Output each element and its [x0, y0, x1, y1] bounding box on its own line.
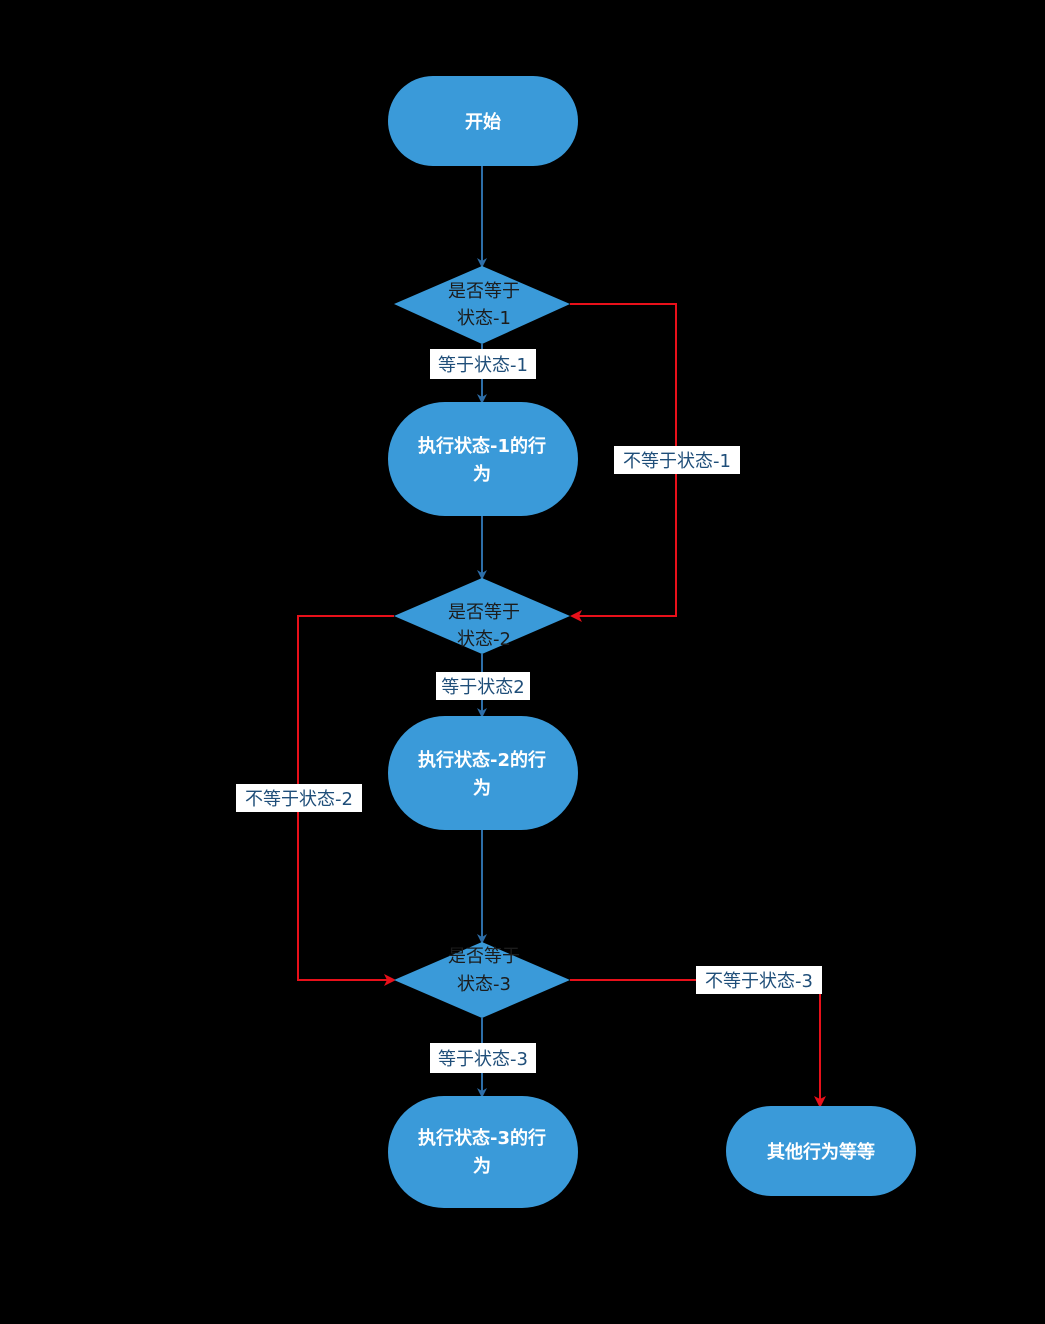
decision-3-label-line1: 是否等于 — [448, 946, 520, 967]
edge-label-not-equal-2: 不等于状态-2 — [236, 784, 362, 812]
action-2-label-line1: 执行状态-2的行 — [418, 749, 546, 771]
edge-label-equal-2-text: 等于状态2 — [441, 677, 524, 698]
action-3-label-line2: 为 — [473, 1155, 491, 1177]
edge-label-not-equal-3-text: 不等于状态-3 — [705, 971, 813, 992]
edge-label-not-equal-1-text: 不等于状态-1 — [623, 451, 731, 472]
decision-node-3: 是否等于 状态-3 — [394, 942, 570, 1018]
edge-label-not-equal-3: 不等于状态-3 — [696, 966, 822, 994]
edge-label-not-equal-2-text: 不等于状态-2 — [245, 789, 353, 810]
decision-node-2: 是否等于 状态-2 — [394, 578, 570, 654]
action-node-1: 执行状态-1的行 为 — [388, 402, 578, 516]
edge-label-equal-2: 等于状态2 — [436, 672, 530, 700]
edge-label-equal-1-text: 等于状态-1 — [438, 355, 528, 376]
start-node-label: 开始 — [465, 111, 501, 133]
other-actions-label: 其他行为等等 — [767, 1141, 875, 1163]
start-node: 开始 — [388, 76, 578, 166]
decision-1-label-line2: 状态-1 — [457, 308, 511, 329]
connector-decision3-to-other-neq — [570, 979, 826, 1108]
decision-2-label-line1: 是否等于 — [448, 602, 520, 623]
edge-label-not-equal-1: 不等于状态-1 — [614, 446, 740, 474]
decision-3-label-line2: 状态-3 — [457, 974, 511, 995]
action-2-label-line2: 为 — [473, 777, 491, 799]
edge-label-equal-1: 等于状态-1 — [430, 349, 536, 379]
action-3-label-line1: 执行状态-3的行 — [418, 1127, 546, 1149]
action-node-2: 执行状态-2的行 为 — [388, 716, 578, 830]
decision-2-label-line2: 状态-2 — [457, 629, 511, 650]
action-node-3: 执行状态-3的行 为 — [388, 1096, 578, 1208]
decision-node-1: 是否等于 状态-1 — [394, 266, 570, 344]
action-1-label-line1: 执行状态-1的行 — [418, 435, 546, 457]
edge-label-equal-3: 等于状态-3 — [430, 1043, 536, 1073]
edge-label-equal-3-text: 等于状态-3 — [438, 1049, 528, 1070]
other-actions-node: 其他行为等等 — [726, 1106, 916, 1196]
decision-1-label-line1: 是否等于 — [448, 281, 520, 302]
action-1-label-line2: 为 — [473, 463, 491, 485]
